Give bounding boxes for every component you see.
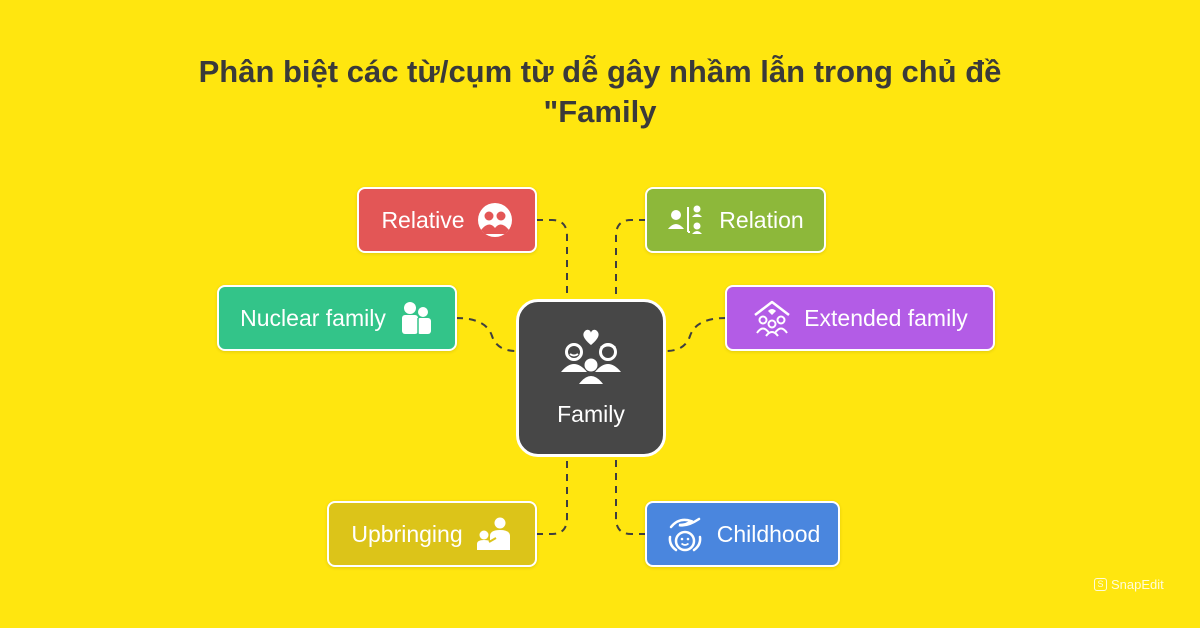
node-relation-label: Relation — [719, 206, 804, 233]
house-family-icon — [752, 299, 792, 337]
node-childhood: Childhood — [645, 501, 840, 567]
connector-childhood — [615, 457, 646, 535]
center-node-label: Family — [557, 401, 625, 427]
connector-relation — [615, 219, 646, 299]
child-care-icon — [665, 515, 705, 553]
snapedit-watermark: S SnapEdit — [1094, 577, 1164, 592]
title-line-1: Phân biệt các từ/cụm từ dễ gây nhầm lẫn … — [198, 54, 1002, 89]
node-extended-family: Extended family — [725, 285, 995, 351]
node-extended-family-label: Extended family — [804, 304, 968, 331]
family-icon — [559, 328, 623, 391]
title-line-2: "Family — [543, 94, 657, 129]
node-upbringing: Upbringing — [327, 501, 537, 567]
people-circle-icon — [477, 202, 513, 238]
node-nuclear-family: Nuclear family — [217, 285, 457, 351]
couple-icon — [398, 300, 434, 336]
node-relative: Relative — [357, 187, 537, 253]
connector-relative — [536, 219, 568, 299]
node-nuclear-family-label: Nuclear family — [240, 304, 386, 331]
parent-child-icon — [475, 516, 513, 552]
node-relation: Relation — [645, 187, 826, 253]
center-node-family: Family — [516, 299, 666, 457]
diagram-title: Phân biệt các từ/cụm từ dễ gây nhầm lẫn … — [0, 52, 1200, 132]
node-upbringing-label: Upbringing — [351, 520, 463, 547]
relation-tree-icon — [667, 203, 707, 237]
connector-extended — [665, 317, 727, 352]
connector-nuclear — [455, 317, 517, 352]
node-relative-label: Relative — [381, 206, 465, 233]
node-childhood-label: Childhood — [716, 520, 821, 547]
connector-upbringing — [536, 457, 568, 535]
watermark-logo-icon: S — [1094, 578, 1107, 591]
watermark-text: SnapEdit — [1111, 577, 1164, 592]
